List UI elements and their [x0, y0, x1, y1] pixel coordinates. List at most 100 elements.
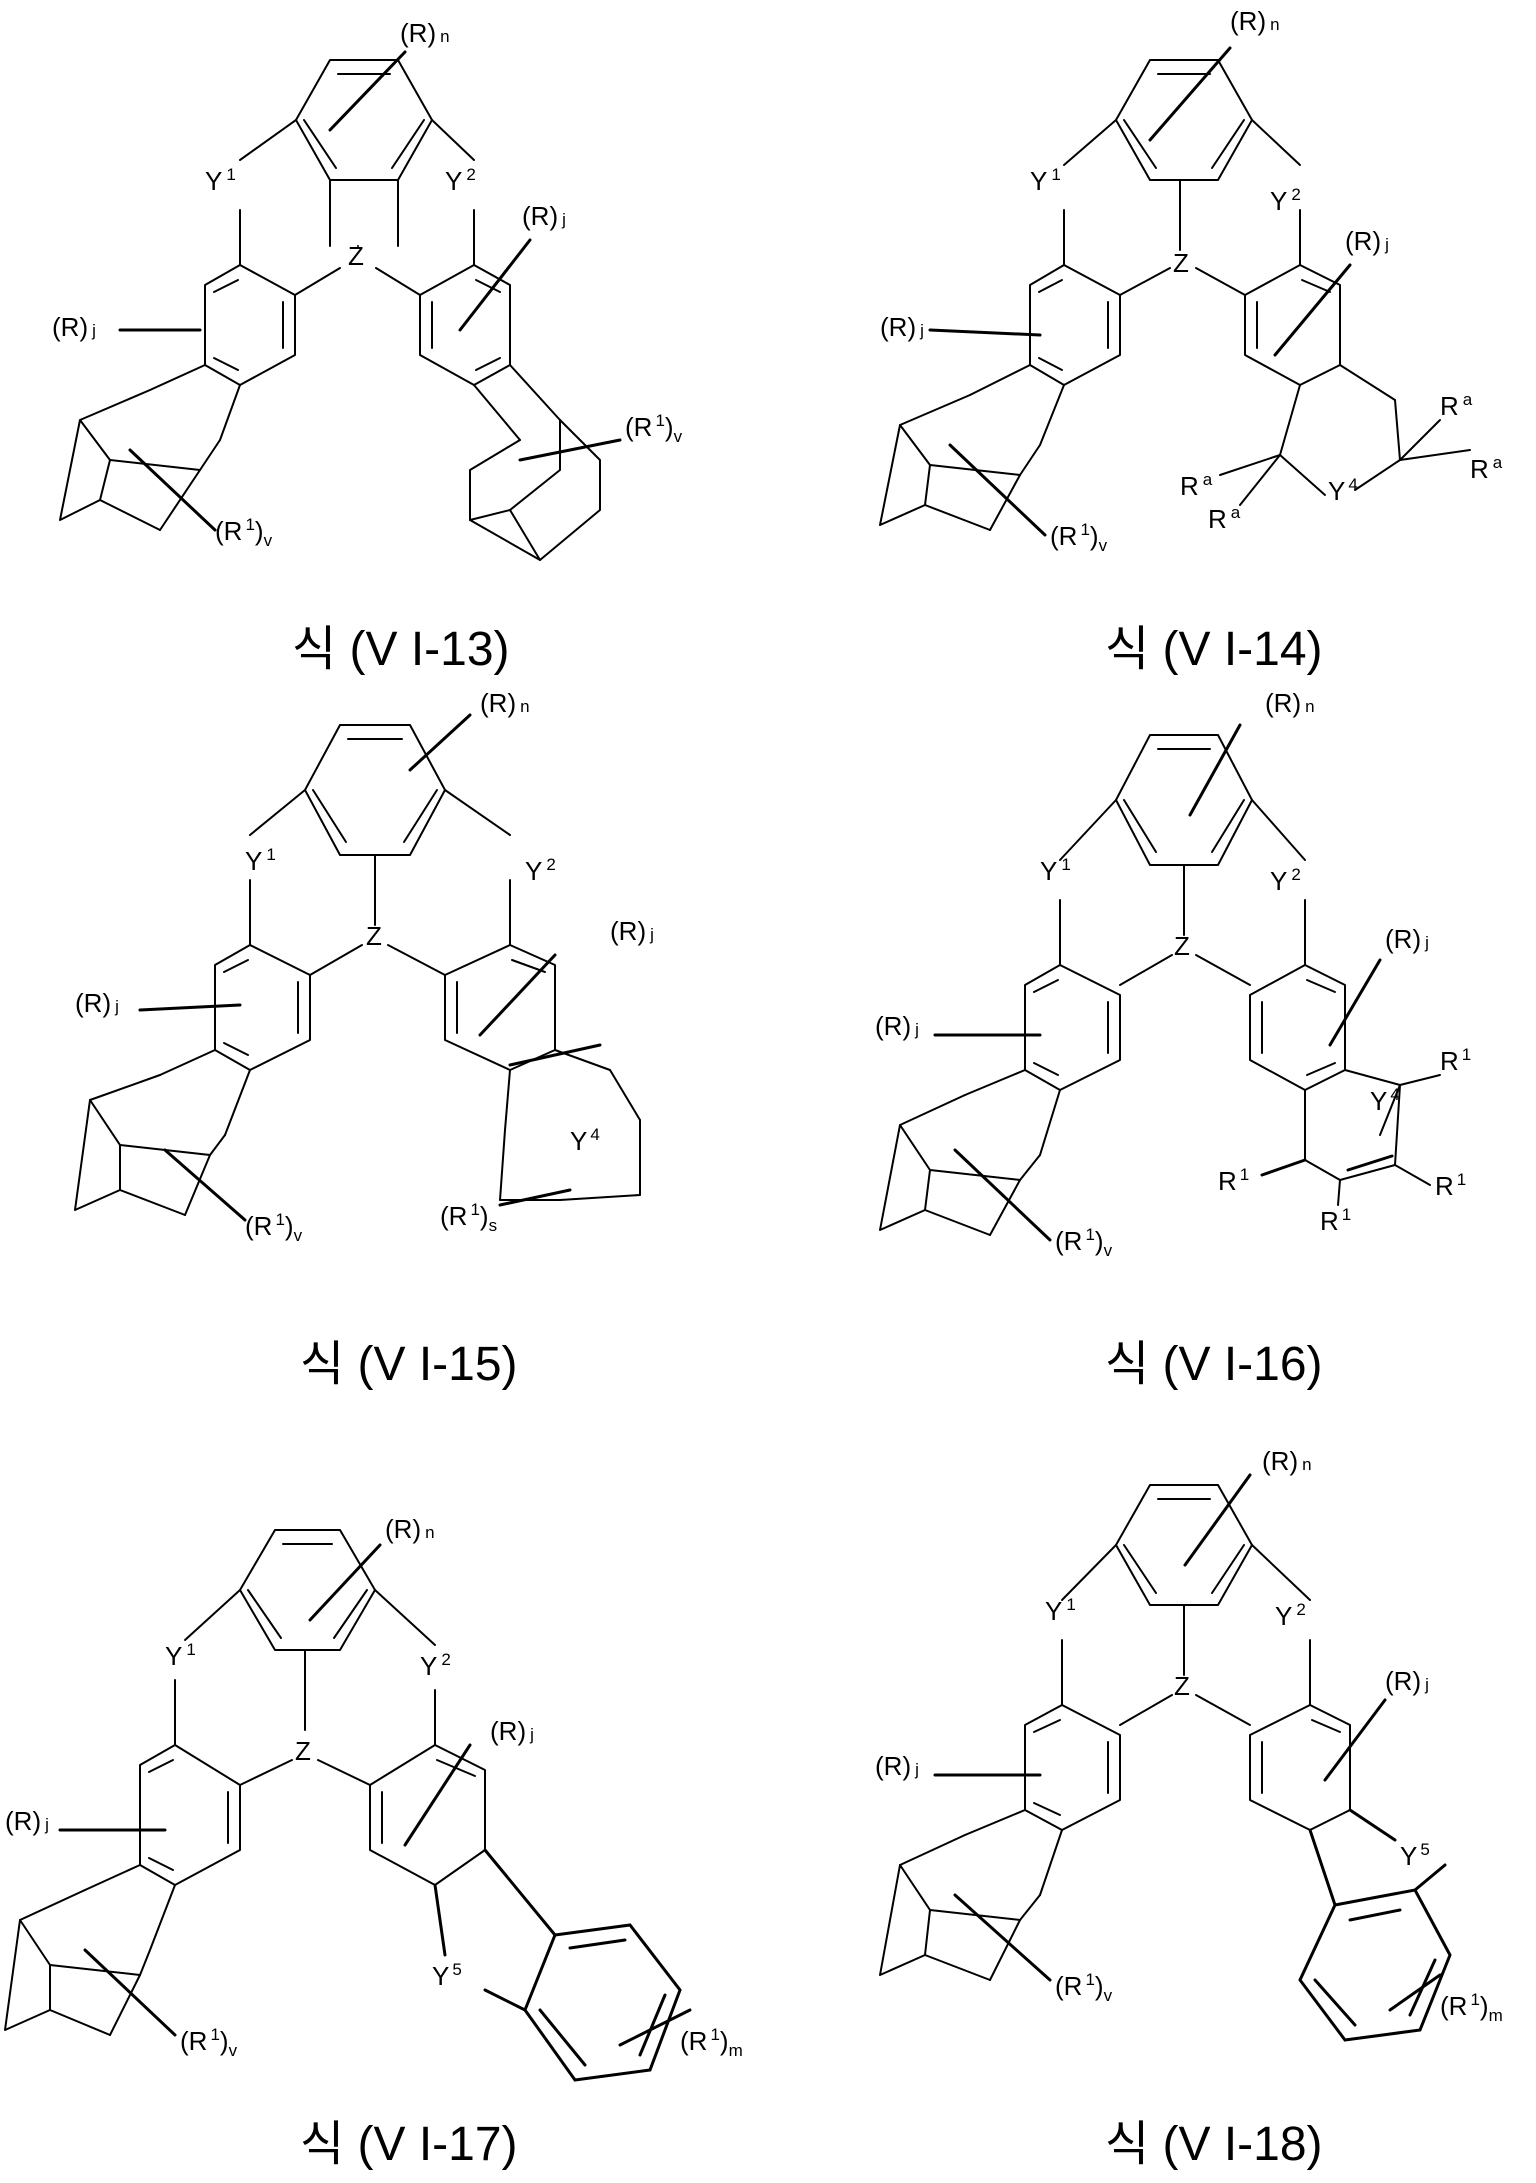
- ring-top: [1116, 60, 1252, 180]
- label-r1-v: (R1)v: [1055, 1970, 1113, 2005]
- structure-vi-17: (R)n Y1 Y2 Z (R)j (R)j Y5 (R1)v (R1)m 식 …: [5, 1514, 743, 2171]
- label-r-j-left: (R)j: [52, 312, 96, 342]
- label-y2: Y2: [1270, 185, 1301, 216]
- adamantane-left: [60, 365, 240, 530]
- label-y1: Y1: [1045, 1595, 1076, 1626]
- sub-lines: [120, 52, 620, 530]
- label-r-n: (R)n: [385, 1514, 435, 1544]
- label-ra-4: Ra: [1208, 503, 1241, 534]
- label-y1: Y1: [245, 845, 276, 876]
- label-z: Z: [295, 1736, 311, 1766]
- label-r-j-right: (R)j: [1385, 924, 1429, 954]
- adamantane-left: [880, 1070, 1060, 1235]
- label-r1-v: (R1)v: [245, 1210, 303, 1245]
- label-ra-2: Ra: [1470, 453, 1503, 484]
- sub-lines: [60, 1545, 690, 2045]
- caption: 식 (V I-15): [300, 1338, 518, 1391]
- label-r-n: (R)n: [400, 18, 450, 48]
- structure-vi-18: (R)n Y1 Y2 Z (R)j (R)j Y5 (R1)v (R1)m 식 …: [875, 1446, 1503, 2171]
- label-y2: Y2: [525, 855, 556, 886]
- caption: 식 (V I-18): [1105, 2118, 1323, 2171]
- labels: (R)n Y1 Y2 Z (R)j (R)j Y5 (R1)v (R1)m: [875, 1446, 1503, 2025]
- label-r1-s: (R1)s: [440, 1200, 497, 1235]
- label-r-n: (R)n: [480, 688, 530, 718]
- label-y5: Y5: [432, 1960, 462, 1991]
- label-z: Z: [366, 921, 382, 951]
- label-r1-v-right: (R1)v: [625, 411, 683, 446]
- dibenzofuran: [435, 1850, 680, 2080]
- adamantane-right: [470, 365, 600, 560]
- ring-left: [140, 1745, 240, 1885]
- label-y2: Y2: [420, 1650, 451, 1681]
- caption: 식 (V I-16): [1105, 1338, 1323, 1391]
- label-y4: Y4: [570, 1125, 600, 1156]
- label-r-j-right: (R)j: [1345, 226, 1389, 256]
- structure-vi-16: (R)n Y1 Y2 Z (R)j (R)j Y4 R1 R1 R1 R1 (R…: [875, 688, 1471, 1391]
- label-y2: Y2: [1275, 1600, 1306, 1631]
- caption: 식 (V I-17): [300, 2118, 518, 2171]
- label-r1-v: (R1)v: [1050, 520, 1108, 555]
- label-r1-v: (R1)v: [180, 2025, 238, 2060]
- label-r1-v: (R1)v: [1055, 1225, 1113, 1260]
- label-z: Z: [1173, 248, 1189, 278]
- ring-top: [1116, 735, 1252, 865]
- label-r1-v-left: (R1)v: [215, 515, 273, 550]
- ring-right: [1245, 265, 1340, 385]
- label-r-n: (R)n: [1265, 688, 1315, 718]
- bicyclic-right: [1262, 1070, 1440, 1205]
- structure-vi-14: (R)n Y1 Y2 Z (R)j (R)j Ra Ra Ra Ra Y4 (R…: [880, 6, 1503, 676]
- ring-left: [1025, 1705, 1120, 1830]
- adamantane-left: [75, 1050, 250, 1215]
- label-y1: Y1: [165, 1640, 196, 1671]
- label-y5: Y5: [1400, 1840, 1430, 1871]
- label-z: Z: [1174, 931, 1190, 961]
- structure-vi-15: (R)n Y1 Y2 Z (R)j (R)j Y4 (R1)s (R1)v 식 …: [75, 688, 654, 1391]
- bicyclic-right: [500, 1050, 640, 1200]
- label-z: Z: [1174, 1671, 1190, 1701]
- label-y4: Y4: [1328, 475, 1358, 506]
- adamantane-left: [880, 365, 1064, 530]
- ring-right: [445, 945, 555, 1070]
- label-r1-c: R1: [1435, 1170, 1466, 1201]
- label-r-j-right: (R)j: [1385, 1666, 1429, 1696]
- labels: (R)n Y1 Y2 Z (R)j (R)j (R1)v (R1)v: [52, 18, 683, 550]
- label-r-n: (R)n: [1262, 1446, 1312, 1476]
- ring-top: [240, 1530, 375, 1650]
- ring-right: [370, 1745, 485, 1885]
- sub-lines: [935, 1475, 1440, 2010]
- label-y4: Y4: [1370, 1085, 1400, 1116]
- adamantane-left: [880, 1810, 1062, 1980]
- structure-vi-13: (R)n Y1 Y2 Z (R)j (R)j (R1)v (R1)v 식 (V …: [52, 18, 683, 676]
- label-r1-d: R1: [1320, 1205, 1351, 1236]
- label-r1-m: (R1)m: [680, 2025, 743, 2060]
- label-r1-m: (R1)m: [1440, 1990, 1503, 2025]
- caption: 식 (V I-13): [292, 623, 510, 676]
- ring-left: [205, 265, 295, 385]
- label-y1: Y1: [1030, 165, 1061, 196]
- ring-right: [1250, 965, 1345, 1090]
- ring-top: [296, 60, 432, 180]
- label-y1: Y1: [1040, 855, 1071, 886]
- ring-left: [1030, 265, 1120, 385]
- label-r1-b: R1: [1218, 1165, 1249, 1196]
- ring-top: [305, 725, 445, 855]
- ring-left: [215, 945, 310, 1070]
- label-z: Z: [348, 241, 364, 271]
- label-y2: Y2: [1270, 865, 1301, 896]
- label-r-j-right: (R)j: [610, 916, 654, 946]
- label-r-j-left: (R)j: [875, 1011, 919, 1041]
- label-r1-a: R1: [1440, 1045, 1471, 1076]
- label-ra-3: Ra: [1180, 470, 1213, 501]
- label-r-j-left: (R)j: [880, 312, 924, 342]
- label-r-j-left: (R)j: [875, 1751, 919, 1781]
- label-y2: Y2: [445, 165, 476, 196]
- label-y1: Y1: [205, 165, 236, 196]
- label-r-n: (R)n: [1230, 6, 1280, 36]
- label-r-j-right: (R)j: [490, 1716, 534, 1746]
- label-ra-1: Ra: [1440, 390, 1473, 421]
- label-r-j-left: (R)j: [5, 1806, 49, 1836]
- labels: (R)n Y1 Y2 Z (R)j (R)j Y4 (R1)s (R1)v: [75, 688, 654, 1245]
- label-r-j-left: (R)j: [75, 988, 119, 1018]
